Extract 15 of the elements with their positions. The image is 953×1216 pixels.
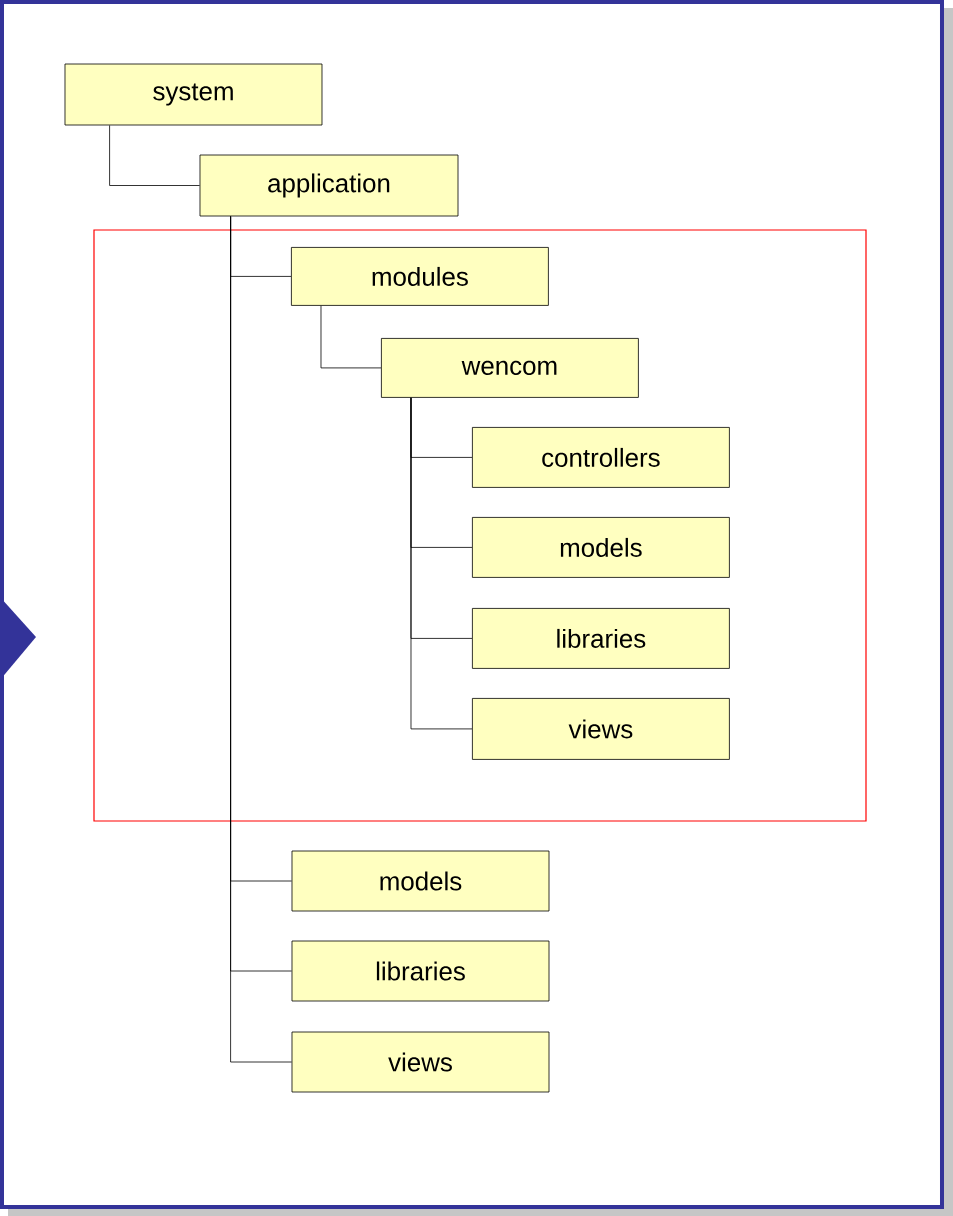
folder-box: controllers [472,427,730,488]
folder-box: views [291,1031,550,1093]
folder-box: models [472,517,730,578]
folder-box: application [199,154,459,217]
connector-line [109,125,200,186]
folder-box: views [472,698,730,760]
folder-box: models [291,850,550,912]
folder-box: system [64,63,323,126]
group-frame [93,229,867,822]
folder-box: wencom [381,338,639,398]
connector-line [320,305,382,369]
connector-line [410,397,473,730]
folder-box: modules [291,247,549,306]
folder-box: libraries [472,608,730,669]
folder-box: libraries [291,940,550,1002]
